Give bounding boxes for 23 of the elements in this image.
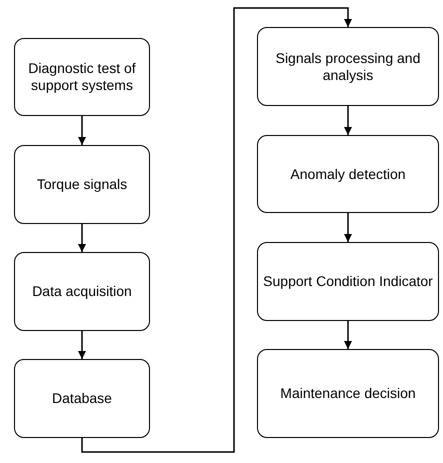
arrow: [78, 116, 86, 145]
arrow: [81, 7, 352, 453]
box-label: Maintenance decision: [280, 385, 416, 402]
box-label: Database: [52, 390, 112, 407]
process-box: [257, 27, 439, 106]
process-box: [14, 252, 150, 331]
box-label: Data acquisition: [32, 283, 132, 300]
box-label: Torque signals: [36, 176, 128, 193]
arrow: [344, 106, 352, 135]
arrow: [344, 213, 352, 242]
arrow: [344, 321, 352, 349]
process-box: [257, 242, 439, 321]
process-box: [14, 38, 150, 116]
box-label: Diagnostic test of support systems: [27, 60, 137, 94]
arrow: [78, 224, 86, 252]
process-box: [257, 349, 439, 438]
process-box: [257, 135, 439, 213]
process-box: [14, 145, 150, 224]
process-box: [14, 359, 150, 438]
box-label: Signals processing and analysis: [274, 50, 422, 84]
box-label: Support Condition Indicator: [263, 273, 433, 290]
arrow: [78, 331, 86, 359]
box-label: Anomaly detection: [290, 166, 406, 182]
